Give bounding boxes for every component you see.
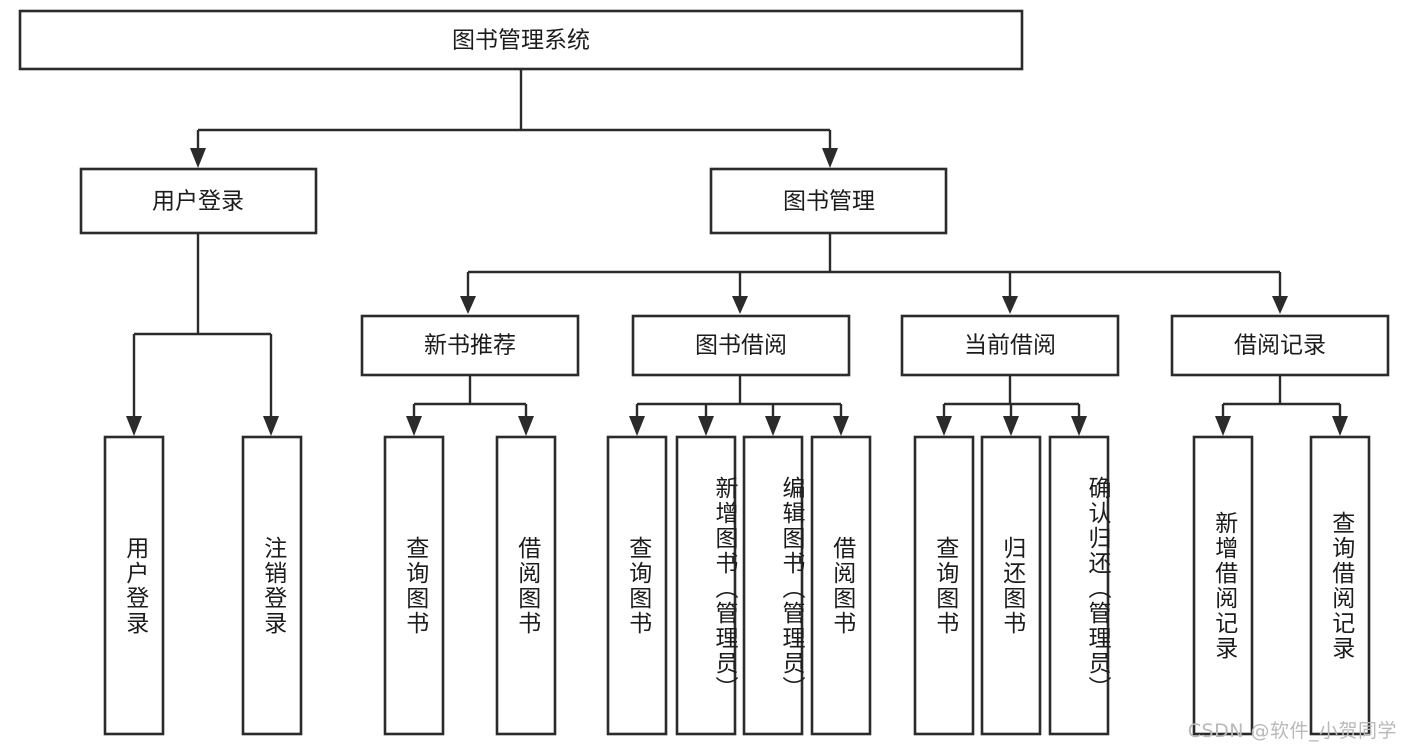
leaf-box-query-book-3[interactable] [913,435,975,736]
node-book-borrow[interactable]: 图书借阅 [631,314,851,377]
node-current-borrow-box[interactable] [900,314,1120,377]
connector-group-book-borrow [629,375,849,436]
connector-group-new-book-recommend [406,375,534,436]
arrowhead-leaf-return-book [1003,416,1019,436]
node-root[interactable]: 图书管理系统 [18,9,1024,71]
arrowhead-leaf-edit-book [765,416,781,436]
connector-group-root [190,69,838,168]
arrowhead-leaf-borrow-book-1 [518,416,534,436]
node-new-book-recommend-label: 新书推荐 [424,333,516,359]
node-book-borrow-box[interactable] [631,314,851,377]
node-borrow-record-box[interactable] [1170,314,1390,377]
arrowhead-user-login [190,148,206,168]
arrowhead-current-borrow [1002,296,1018,314]
leaf-box-user-login[interactable] [103,435,165,736]
node-borrow-record-label: 借阅记录 [1234,333,1326,359]
arrowhead-leaf-user-login [126,416,142,436]
node-root-label: 图书管理系统 [452,28,590,54]
arrowhead-leaf-query-book-2 [629,416,645,436]
node-book-management-box[interactable] [709,167,948,235]
leaf-box-logout-login[interactable] [241,435,303,736]
node-user-login-label: 用户登录 [152,189,244,215]
node-user-login[interactable]: 用户登录 [79,167,318,235]
arrowhead-borrow-record [1272,296,1288,314]
leaf-box-borrow-book-2[interactable] [810,435,872,736]
node-user-login-box[interactable] [79,167,318,235]
node-current-borrow-label: 当前借阅 [964,333,1056,359]
leaf-box-query-book-1[interactable] [383,435,445,736]
leaf-box-query-record[interactable] [1309,435,1371,736]
node-new-book-recommend[interactable]: 新书推荐 [360,314,580,377]
node-book-borrow-label: 图书借阅 [695,333,787,359]
node-current-borrow[interactable]: 当前借阅 [900,314,1120,377]
node-borrow-record[interactable]: 借阅记录 [1170,314,1390,377]
arrowhead-leaf-confirm-return [1071,416,1087,436]
arrowhead-leaf-query-record [1332,416,1348,436]
node-root-box[interactable] [18,9,1024,71]
node-book-management[interactable]: 图书管理 [709,167,948,235]
node-book-management-label: 图书管理 [783,189,875,215]
leaf-boxes [103,435,1371,736]
connector-group-borrow-record [1215,375,1348,436]
leaf-box-edit-book[interactable] [742,435,804,736]
leaf-box-confirm-return[interactable] [1048,435,1110,736]
leaf-box-query-book-2[interactable] [606,435,668,736]
arrowhead-leaf-add-book [698,416,714,436]
arrowhead-new-book-recommend [460,296,476,314]
arrowhead-book-management [822,148,838,168]
arrowhead-leaf-logout-login [263,416,279,436]
connector-group-user-login [126,233,279,436]
leaf-box-add-record[interactable] [1192,435,1254,736]
arrowhead-leaf-add-record [1215,416,1231,436]
leaf-box-return-book[interactable] [980,435,1042,736]
connector-group-book-management [460,233,1288,314]
arrowhead-book-borrow [732,296,748,314]
node-new-book-recommend-box[interactable] [360,314,580,377]
arrowhead-leaf-borrow-book-2 [833,416,849,436]
arrowhead-leaf-query-book-1 [406,416,422,436]
leaf-box-add-book[interactable] [675,435,737,736]
arrowhead-leaf-query-book-3 [936,416,952,436]
connector-group-current-borrow [936,375,1087,436]
leaf-box-borrow-book-1[interactable] [495,435,557,736]
watermark-text: CSDN @软件_小贺同学 [1187,720,1397,742]
